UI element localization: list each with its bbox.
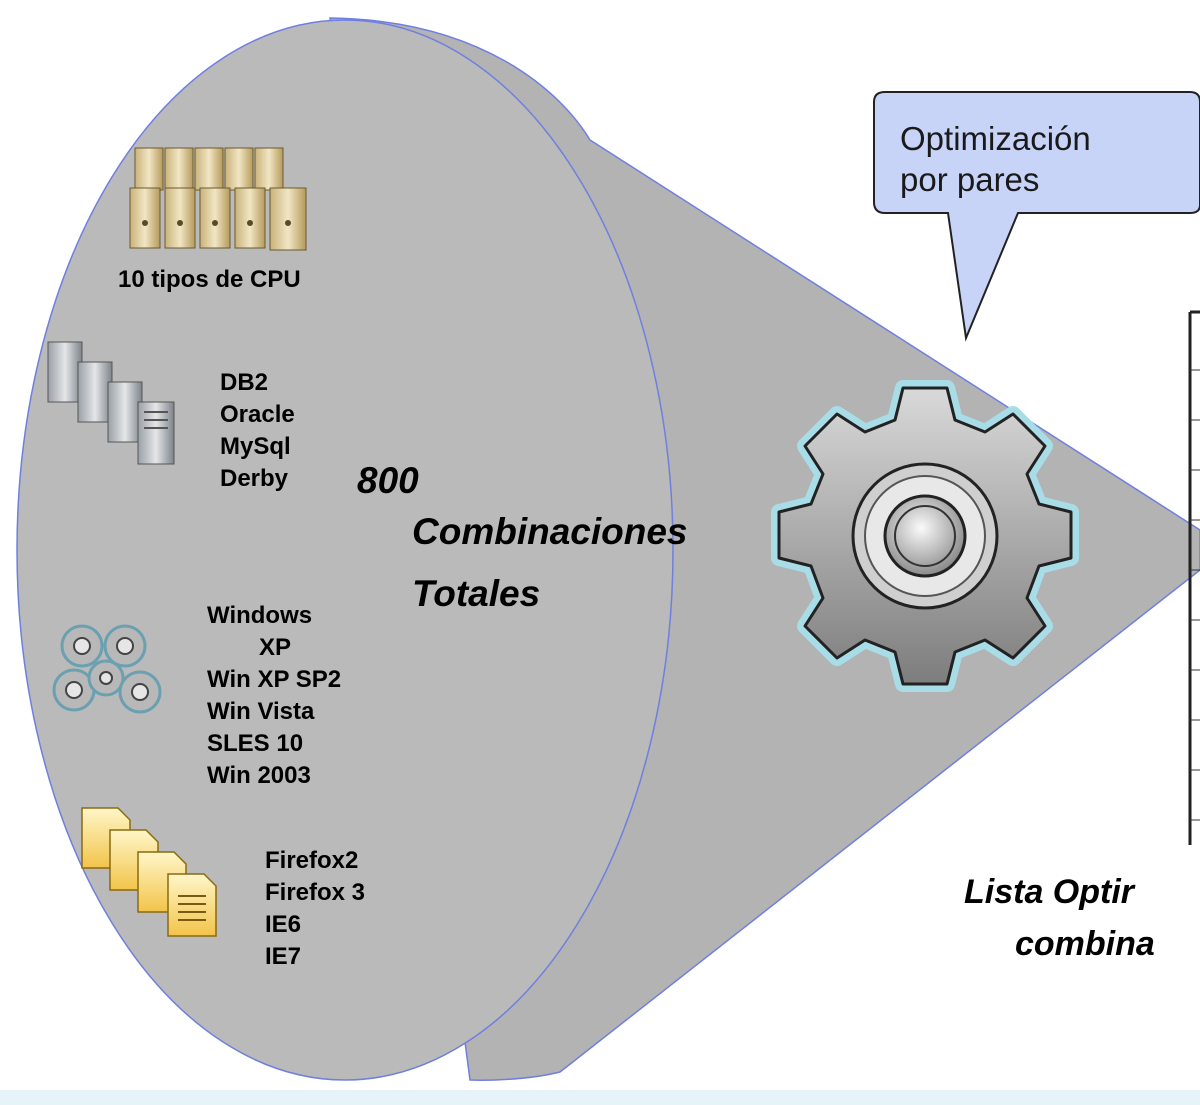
browser-item: IE6 <box>265 911 302 938</box>
document-stack-icon <box>81 807 217 937</box>
combinations-label: Combinaciones <box>412 511 688 552</box>
callout-line-1: Optimización <box>900 120 1091 157</box>
callout-bubble <box>873 91 1200 342</box>
database-item: Derby <box>220 465 289 492</box>
combination-count: 800 <box>357 460 419 501</box>
result-label-line-2: combina <box>1015 925 1155 963</box>
callout-line-2: por pares <box>900 161 1040 198</box>
os-item: Windows <box>207 602 313 629</box>
server-tower-icon <box>129 147 307 251</box>
totals-label: Totales <box>412 573 541 614</box>
os-item: Win XP SP2 <box>207 666 342 693</box>
gears-icon <box>52 624 162 714</box>
database-item: DB2 <box>220 369 269 396</box>
browser-item: Firefox2 <box>265 847 359 874</box>
os-list: Windows XP Win XP SP2 Win Vista SLES 10 … <box>207 600 341 792</box>
browser-list: Firefox2 Firefox 3 IE6 IE7 <box>265 845 365 973</box>
result-table <box>1188 310 1200 845</box>
cpu-label: 10 tipos de CPU <box>118 266 301 293</box>
input-ellipse <box>16 19 674 1081</box>
os-item: Win Vista <box>207 698 315 725</box>
database-item: MySql <box>220 433 291 460</box>
browser-item: IE7 <box>265 943 302 970</box>
database-list: DB2 Oracle MySql Derby <box>220 367 295 495</box>
callout-text: Optimización por pares <box>900 118 1091 200</box>
gear-icon <box>771 380 1079 692</box>
result-label-line-1: Lista Optir <box>964 873 1135 911</box>
os-item: SLES 10 <box>207 730 304 757</box>
os-item: XP <box>259 634 292 661</box>
database-item: Oracle <box>220 401 295 428</box>
browser-item: Firefox 3 <box>265 879 366 906</box>
database-server-icon <box>47 341 175 465</box>
os-item: Win 2003 <box>207 762 311 789</box>
footer-band <box>0 1090 1200 1105</box>
